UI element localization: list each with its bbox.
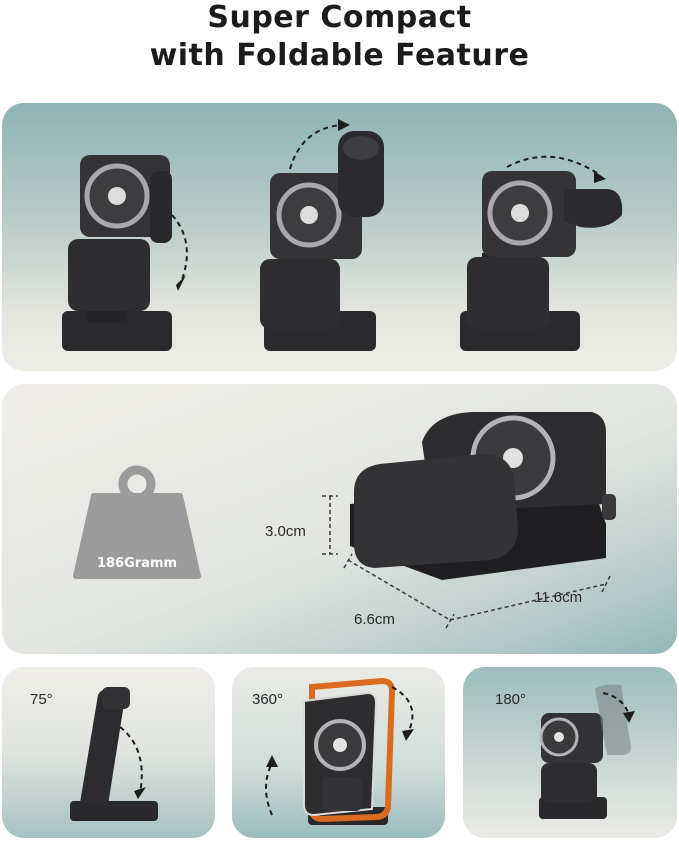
stand-180-illustration bbox=[539, 684, 635, 819]
angle-180-label: 180° bbox=[495, 691, 527, 708]
charger-stand-flipping bbox=[260, 131, 384, 351]
folded-charger bbox=[350, 412, 616, 580]
charger-stand-closed bbox=[62, 155, 172, 351]
angle-75-panel: 75° bbox=[2, 667, 215, 838]
dimensions-panel: 186Gramm 3.0cm 6.6cm 11.6cm bbox=[2, 384, 677, 654]
fold-stages-illustration bbox=[62, 119, 623, 351]
angle-75-label: 75° bbox=[30, 691, 53, 708]
height-label: 3.0cm bbox=[265, 523, 306, 540]
weight-icon: 186Gramm bbox=[73, 465, 201, 579]
page-title-line2: with Foldable Feature bbox=[149, 38, 530, 73]
angle-180-panel: 180° bbox=[463, 667, 677, 838]
dimensions-illustration: 186Gramm 3.0cm 6.6cm 11.6cm bbox=[73, 412, 616, 629]
angle-360-panel: 360° bbox=[232, 667, 445, 838]
angle-360-label: 360° bbox=[252, 691, 284, 708]
stand-75-illustration bbox=[70, 687, 158, 821]
page-title-line1: Super Compact bbox=[207, 0, 472, 35]
length-label: 11.6cm bbox=[534, 589, 582, 606]
width-label: 6.6cm bbox=[354, 611, 395, 628]
fold-stages-panel bbox=[2, 103, 677, 371]
charger-stand-open bbox=[460, 171, 623, 351]
stand-360-illustration bbox=[265, 677, 414, 825]
weight-label: 186Gramm bbox=[97, 556, 177, 571]
